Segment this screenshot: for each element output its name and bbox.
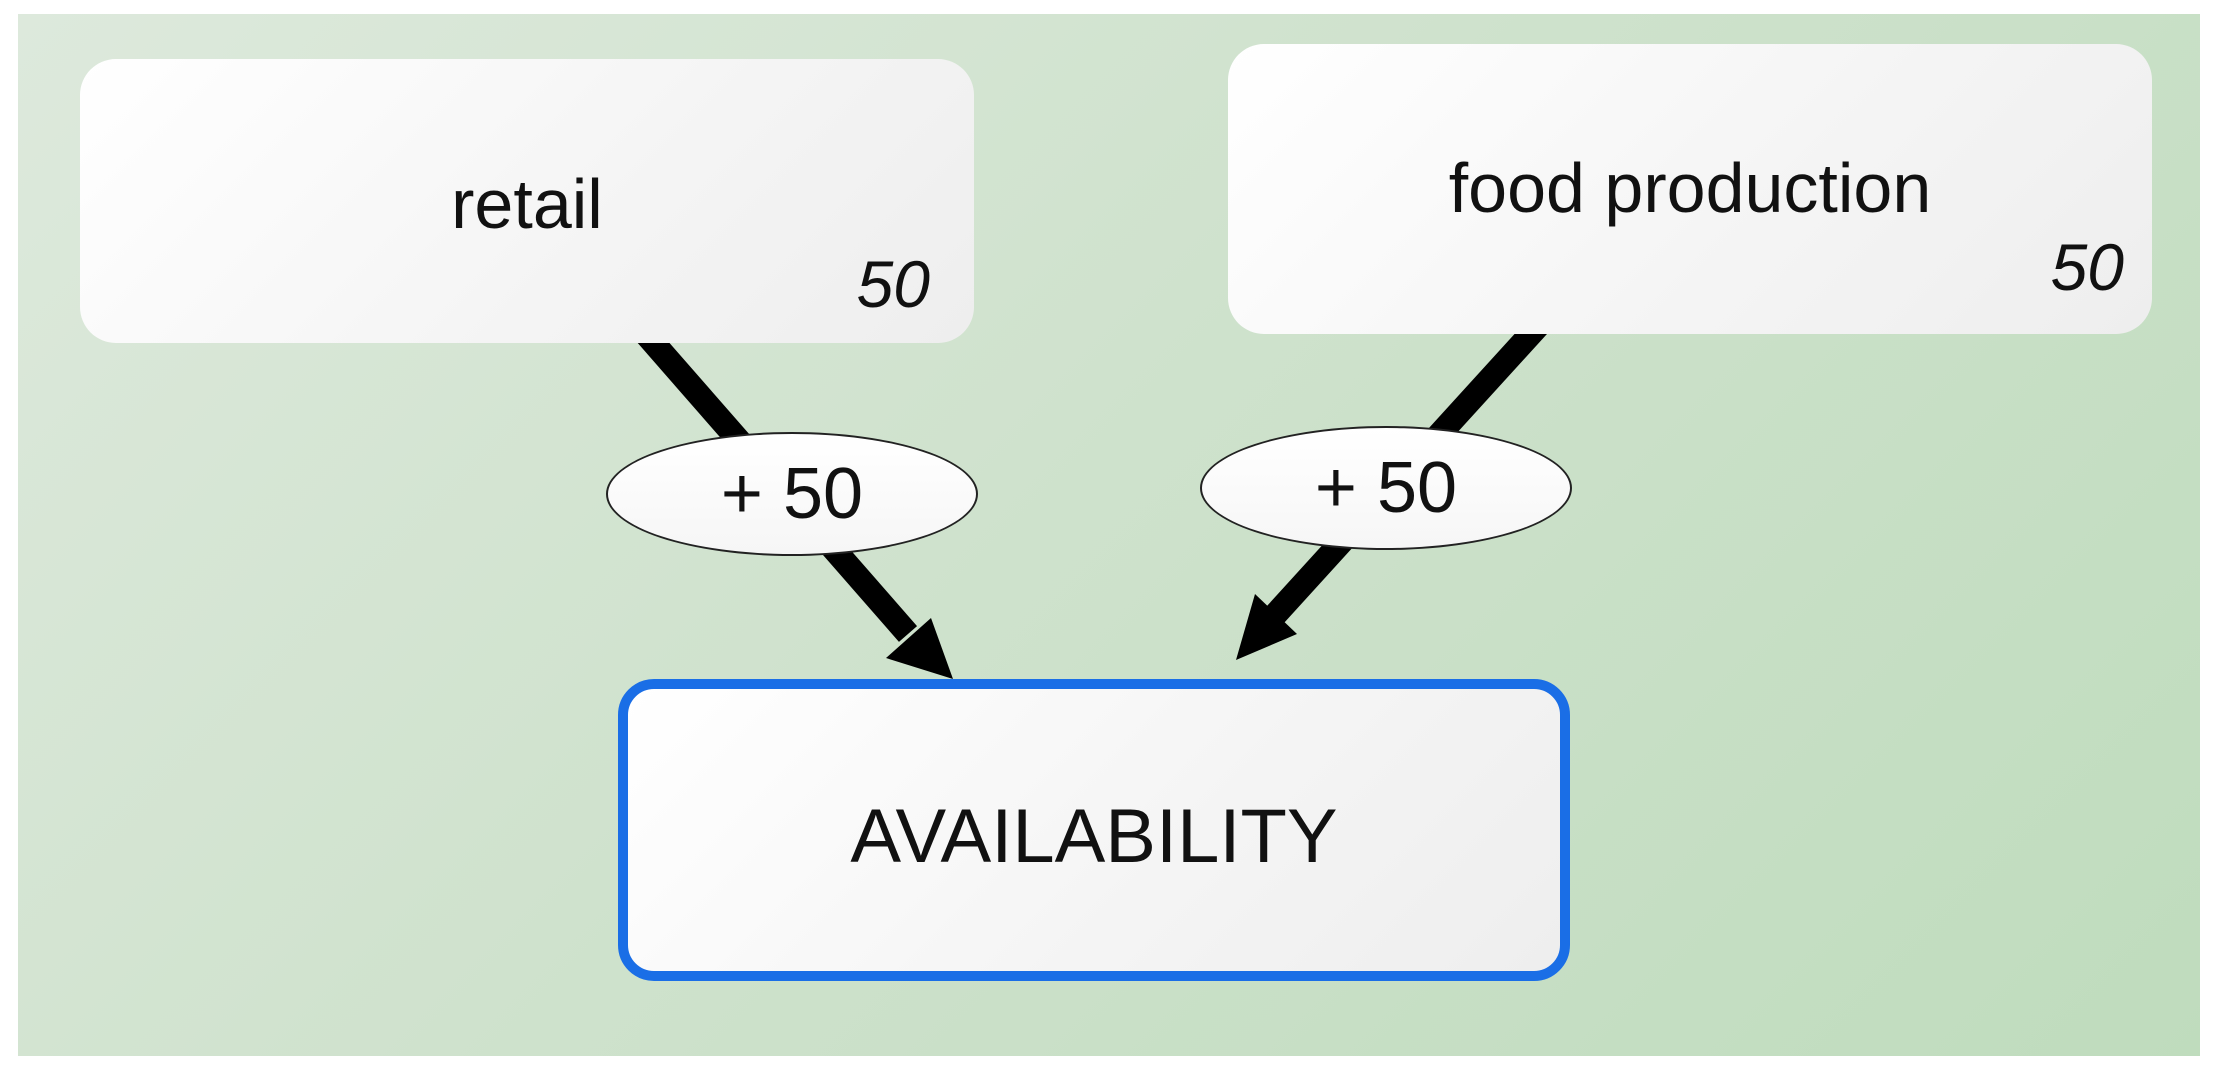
- node-food-production[interactable]: food production 50: [1228, 44, 2152, 334]
- node-availability[interactable]: AVAILABILITY: [618, 679, 1570, 981]
- node-availability-label: AVAILABILITY: [850, 794, 1338, 879]
- edge-label-food-production[interactable]: + 50: [1200, 426, 1572, 550]
- node-retail-value: 50: [856, 247, 930, 321]
- node-food-production-value: 50: [2050, 230, 2124, 304]
- diagram-canvas: retail 50 food production 50 + 50 + 50 A…: [18, 14, 2200, 1056]
- node-food-production-label: food production: [1448, 149, 1932, 227]
- edge-food-arrowhead: [1236, 594, 1297, 660]
- edge-retail-arrowhead: [886, 618, 953, 679]
- node-retail[interactable]: retail 50: [80, 59, 974, 343]
- edge-label-retail[interactable]: + 50: [606, 432, 978, 556]
- node-retail-label: retail: [451, 165, 603, 243]
